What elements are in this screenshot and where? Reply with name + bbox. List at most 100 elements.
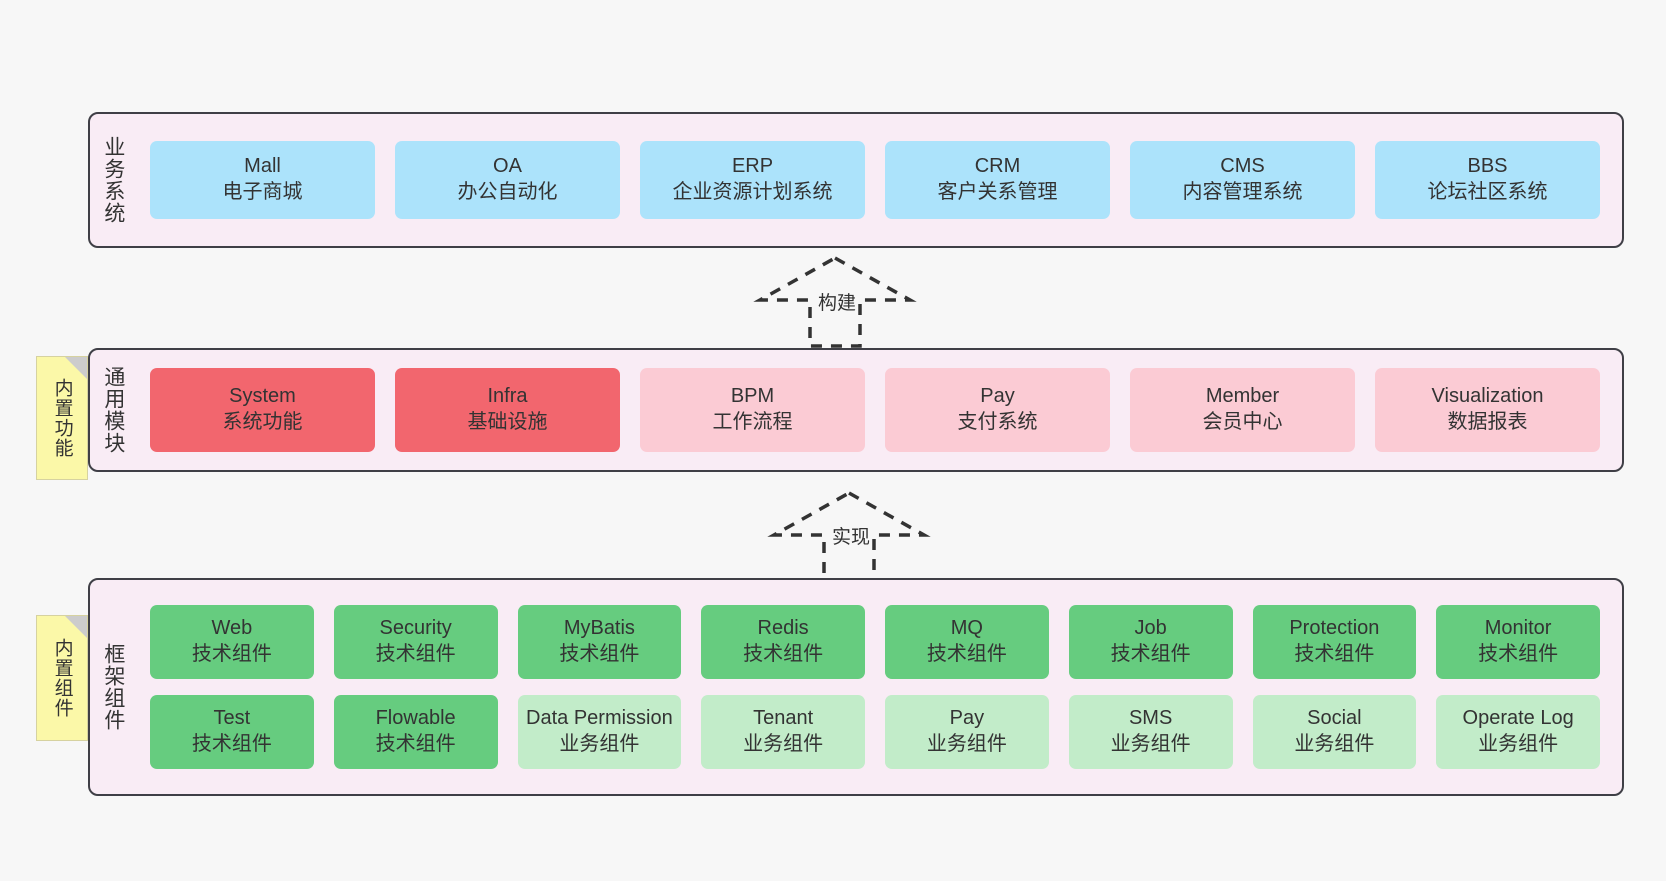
card-title-en: CRM (974, 155, 1021, 178)
card-mq[interactable]: MQ 技术组件 (885, 605, 1049, 679)
card-title-en: Protection (1289, 617, 1380, 640)
card-visualization[interactable]: Visualization 数据报表 (1375, 368, 1600, 452)
note-builtin-components: 内置组件 (36, 615, 88, 741)
card-title-cn: 技术组件 (1478, 643, 1559, 665)
card-title-en: BPM (730, 385, 775, 408)
layer-body-framework-components: Web 技术组件 Security 技术组件 MyBatis 技术组件 Redi… (136, 580, 1622, 794)
card-test[interactable]: Test 技术组件 (150, 695, 314, 769)
card-title-en: Monitor (1484, 617, 1552, 640)
layer-business-systems: 业务系统 Mall 电子商城 OA 办公自动化 ERP 企业资源计划系统 CRM… (88, 112, 1624, 248)
layer-title-framework-components: 框架组件 (101, 643, 125, 731)
connector-build (750, 252, 920, 350)
framework-row-technical: Web 技术组件 Security 技术组件 MyBatis 技术组件 Redi… (140, 605, 1610, 679)
card-cms[interactable]: CMS 内容管理系统 (1130, 141, 1355, 219)
note-label: 内置功能 (51, 378, 73, 458)
card-title-en: Flowable (375, 707, 456, 730)
card-title-cn: 技术组件 (743, 643, 824, 665)
card-erp[interactable]: ERP 企业资源计划系统 (640, 141, 865, 219)
card-title-cn: 支付系统 (957, 411, 1038, 433)
card-title-en: OA (493, 155, 522, 178)
card-bbs[interactable]: BBS 论坛社区系统 (1375, 141, 1600, 219)
card-operate-log[interactable]: Operate Log 业务组件 (1436, 695, 1600, 769)
card-mall[interactable]: Mall 电子商城 (150, 141, 375, 219)
card-title-cn: 基础设施 (467, 411, 548, 433)
layer-framework-components: 框架组件 Web 技术组件 Security 技术组件 MyBatis 技术组件… (88, 578, 1624, 796)
note-builtin-features: 内置功能 (36, 356, 88, 480)
card-security[interactable]: Security 技术组件 (333, 605, 498, 679)
card-title-en: Social (1307, 707, 1362, 730)
card-title-cn: 业务组件 (1294, 733, 1375, 755)
card-title-en: Operate Log (1462, 707, 1574, 730)
note-fold-icon (65, 616, 87, 638)
note-label: 内置组件 (51, 638, 73, 718)
card-title-en: System (229, 385, 296, 408)
card-title-cn: 技术组件 (1110, 643, 1191, 665)
card-crm[interactable]: CRM 客户关系管理 (885, 141, 1110, 219)
card-title-en: Mall (244, 155, 281, 178)
connector-build-shape (753, 255, 917, 348)
card-title-en: CMS (1220, 155, 1265, 178)
card-pay-business[interactable]: Pay 业务组件 (885, 695, 1049, 769)
card-title-en: Infra (487, 385, 528, 408)
card-job[interactable]: Job 技术组件 (1068, 605, 1233, 679)
card-system[interactable]: System 系统功能 (150, 368, 375, 452)
card-title-cn: 论坛社区系统 (1427, 181, 1548, 203)
card-title-cn: 电子商城 (222, 181, 303, 203)
card-social[interactable]: Social 业务组件 (1252, 695, 1417, 769)
card-title-en: Member (1205, 385, 1280, 408)
card-title-cn: 技术组件 (191, 643, 272, 665)
card-infra[interactable]: Infra 基础设施 (395, 368, 620, 452)
card-title-cn: 业务组件 (743, 733, 824, 755)
card-title-en: Web (211, 617, 253, 640)
card-title-cn: 内容管理系统 (1182, 181, 1303, 203)
card-title-en: SMS (1128, 707, 1173, 730)
card-mybatis[interactable]: MyBatis 技术组件 (517, 605, 682, 679)
layer-common-modules: 通用模块 System 系统功能 Infra 基础设施 BPM 工作流程 Pay… (88, 348, 1624, 472)
card-title-cn: 技术组件 (191, 733, 272, 755)
card-title-en: Data Permission (526, 707, 673, 730)
card-title-cn: 业务组件 (1478, 733, 1559, 755)
card-flowable[interactable]: Flowable 技术组件 (333, 695, 498, 769)
card-redis[interactable]: Redis 技术组件 (701, 605, 865, 679)
connector-build-label: 构建 (818, 293, 857, 314)
card-title-en: MQ (950, 617, 983, 640)
card-protection[interactable]: Protection 技术组件 (1252, 605, 1417, 679)
card-title-cn: 企业资源计划系统 (672, 181, 833, 203)
layer-body-business-systems: Mall 电子商城 OA 办公自动化 ERP 企业资源计划系统 CRM 客户关系… (136, 114, 1622, 246)
card-title-cn: 业务组件 (559, 733, 640, 755)
card-title-en: Pay (980, 385, 1015, 408)
card-title-en: Pay (949, 707, 985, 730)
card-pay[interactable]: Pay 支付系统 (885, 368, 1110, 452)
card-title-en: Redis (757, 617, 809, 640)
card-sms[interactable]: SMS 业务组件 (1068, 695, 1233, 769)
card-title-cn: 数据报表 (1447, 411, 1528, 433)
card-title-cn: 会员中心 (1202, 411, 1283, 433)
card-title-cn: 技术组件 (559, 643, 640, 665)
card-title-cn: 技术组件 (1294, 643, 1375, 665)
framework-row-business: Test 技术组件 Flowable 技术组件 Data Permission … (140, 695, 1610, 769)
card-monitor[interactable]: Monitor 技术组件 (1436, 605, 1600, 679)
card-bpm[interactable]: BPM 工作流程 (640, 368, 865, 452)
card-tenant[interactable]: Tenant 业务组件 (701, 695, 865, 769)
card-oa[interactable]: OA 办公自动化 (395, 141, 620, 219)
card-title-cn: 业务组件 (926, 733, 1007, 755)
card-title-cn: 系统功能 (222, 411, 303, 433)
layer-title-business-systems: 业务系统 (101, 136, 125, 224)
card-title-cn: 办公自动化 (457, 181, 558, 203)
card-title-en: Tenant (753, 707, 814, 730)
card-data-permission[interactable]: Data Permission 业务组件 (517, 695, 682, 769)
card-title-en: Security (379, 617, 452, 640)
card-title-en: Visualization (1431, 385, 1544, 408)
card-web[interactable]: Web 技术组件 (150, 605, 314, 679)
layer-title-common-modules: 通用模块 (101, 366, 125, 454)
card-title-cn: 技术组件 (926, 643, 1007, 665)
layer-body-common-modules: System 系统功能 Infra 基础设施 BPM 工作流程 Pay 支付系统… (136, 350, 1622, 470)
card-title-en: Test (213, 707, 251, 730)
note-fold-icon (65, 357, 87, 379)
card-title-cn: 客户关系管理 (937, 181, 1058, 203)
connector-implement-label: 实现 (832, 527, 871, 548)
card-title-en: BBS (1467, 155, 1508, 178)
card-member[interactable]: Member 会员中心 (1130, 368, 1355, 452)
card-title-en: Job (1134, 617, 1167, 640)
